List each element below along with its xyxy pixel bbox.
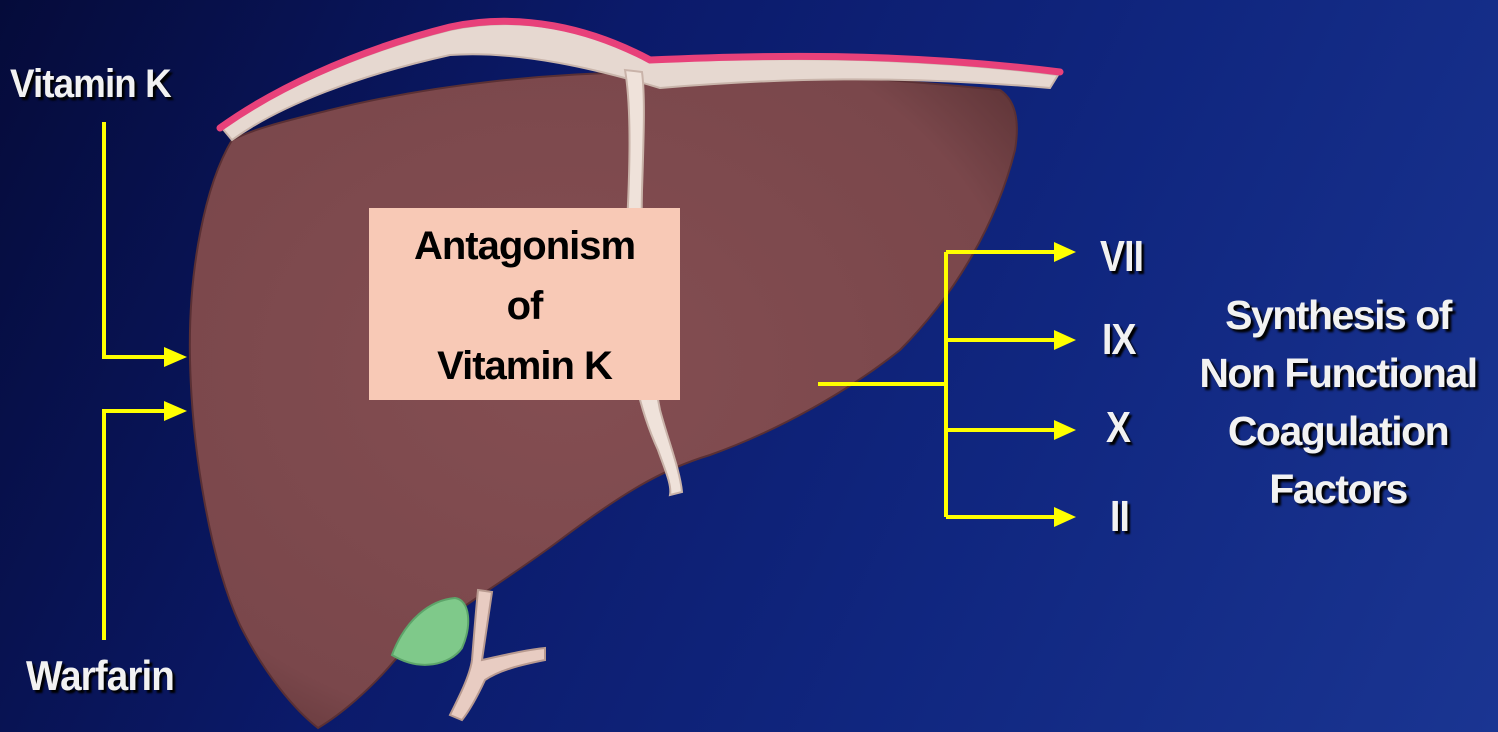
arrowhead-x — [1054, 420, 1076, 440]
factor-ix-label: IX — [1102, 315, 1136, 365]
vitamin-k-arrow — [104, 122, 168, 357]
factor-vii-label: VII — [1100, 232, 1143, 282]
arrowhead-ii — [1054, 507, 1076, 527]
vitamin-k-label: Vitamin K — [10, 62, 171, 107]
antagonism-line-3: Vitamin K — [369, 336, 680, 396]
outcome-label: Synthesis of Non Functional Coagulation … — [1188, 286, 1488, 518]
vitamin-k-arrowhead — [164, 347, 187, 367]
arrowhead-ix — [1054, 330, 1076, 350]
antagonism-line-1: Antagonism — [369, 216, 680, 276]
outcome-line-3: Coagulation — [1188, 402, 1488, 460]
warfarin-label: Warfarin — [26, 652, 174, 700]
warfarin-arrowhead — [164, 401, 187, 421]
outcome-line-2: Non Functional — [1188, 344, 1488, 402]
arrowhead-vii — [1054, 242, 1076, 262]
factor-x-label: X — [1106, 403, 1130, 453]
antagonism-box: Antagonism of Vitamin K — [369, 208, 680, 400]
outcome-line-1: Synthesis of — [1188, 286, 1488, 344]
warfarin-arrow — [104, 411, 168, 640]
antagonism-line-2: of — [369, 276, 680, 336]
outcome-line-4: Factors — [1188, 460, 1488, 518]
factor-ii-label: II — [1110, 492, 1129, 542]
